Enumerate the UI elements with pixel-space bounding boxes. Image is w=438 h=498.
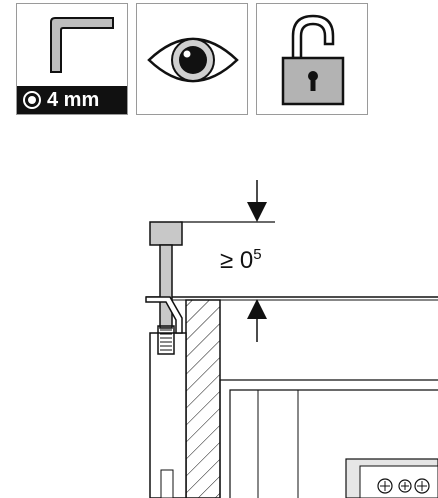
arrow-down-icon [247,202,267,222]
visual-check-tile [136,3,248,115]
hinge-assembly [345,458,438,498]
padlock-unlocked-icon [281,14,345,106]
dimension-symbol: ≥ 0 [220,247,254,274]
bolt-head [149,221,183,246]
threaded-insert [157,325,175,355]
clearance-dimension: ≥ 05 [220,247,262,275]
eye-icon [147,37,239,83]
hex-socket-icon [23,91,41,109]
tool-size-label: 4 mm [17,86,127,114]
mounting-bracket [145,296,183,334]
unlock-tile [256,3,368,115]
hex-key-icon [50,17,114,73]
dimension-superscript: 5 [253,246,262,263]
bolt-shaft [159,244,173,329]
tool-size-text: 4 mm [47,88,100,111]
arrow-up-icon [247,299,267,319]
tool-tile: 4 mm [16,3,128,115]
side-panel-section [185,299,221,498]
